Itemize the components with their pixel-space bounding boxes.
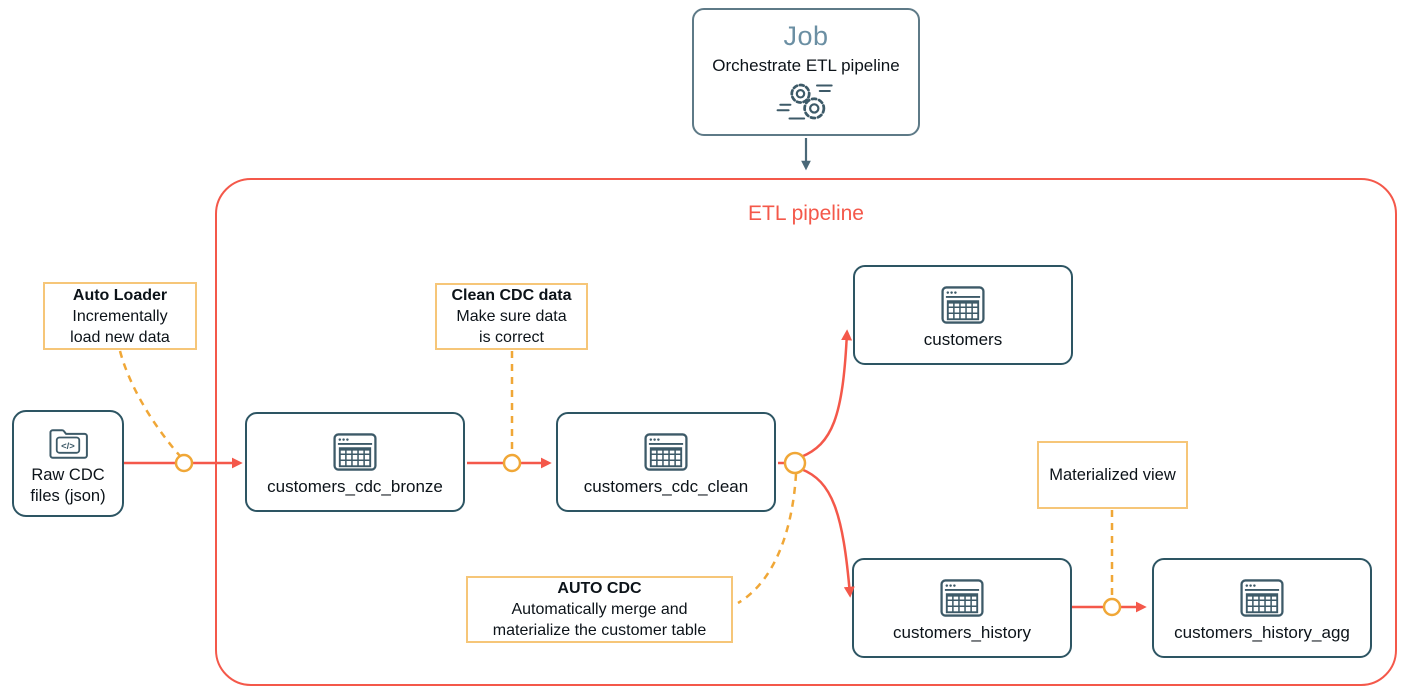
annotation-body: is correct <box>479 329 544 346</box>
annotation-auto-loader: Auto Loader Incrementally load new data <box>43 282 197 350</box>
node-raw-cdc-files: Raw CDC files (json) <box>12 410 124 517</box>
job-node: Job Orchestrate ETL pipeline <box>692 8 920 136</box>
etl-pipeline-title: ETL pipeline <box>748 202 864 225</box>
annotation-body: Incrementally <box>72 307 168 325</box>
annotation-title: AUTO CDC <box>557 580 642 597</box>
annotation-clean-cdc-data: Clean CDC data Make sure data is correct <box>435 283 588 350</box>
node-label: customers_history <box>893 622 1031 642</box>
annotation-title: Materialized view <box>1049 465 1176 484</box>
node-customers: customers <box>853 265 1073 365</box>
annotation-materialized-view: Materialized view <box>1037 441 1188 509</box>
table-icon <box>644 433 688 471</box>
annotation-body: Automatically merge and <box>511 601 688 618</box>
table-icon <box>333 433 377 471</box>
node-label: customers_history_agg <box>1174 622 1350 642</box>
annotation-body: Make sure data <box>456 308 567 325</box>
node-label: customers_cdc_bronze <box>267 476 443 496</box>
annotation-auto-cdc: AUTO CDC Automatically merge and materia… <box>466 576 733 643</box>
node-customers-history-agg: customers_history_agg <box>1152 558 1372 658</box>
job-title: Job <box>783 20 829 51</box>
table-icon <box>941 286 985 324</box>
node-customers-cdc-clean: customers_cdc_clean <box>556 412 776 512</box>
dashed-auto-loader-link <box>118 350 181 457</box>
code-folder-icon <box>46 424 90 460</box>
annotation-title: Auto Loader <box>72 286 168 304</box>
table-icon <box>1240 579 1284 617</box>
gears-icon <box>776 80 836 124</box>
job-subtitle: Orchestrate ETL pipeline <box>712 55 900 75</box>
node-customers-history: customers_history <box>852 558 1072 658</box>
node-label: customers <box>923 329 1003 349</box>
annotation-body: load new data <box>70 328 170 346</box>
node-label: customers_cdc_clean <box>583 476 749 496</box>
ring-auto-loader <box>174 453 194 473</box>
annotation-title: Clean CDC data <box>451 287 572 304</box>
table-icon <box>940 579 984 617</box>
node-label: Raw CDC files (json) <box>30 466 106 505</box>
annotation-body: materialize the customer table <box>492 622 707 639</box>
node-customers-cdc-bronze: customers_cdc_bronze <box>245 412 465 512</box>
